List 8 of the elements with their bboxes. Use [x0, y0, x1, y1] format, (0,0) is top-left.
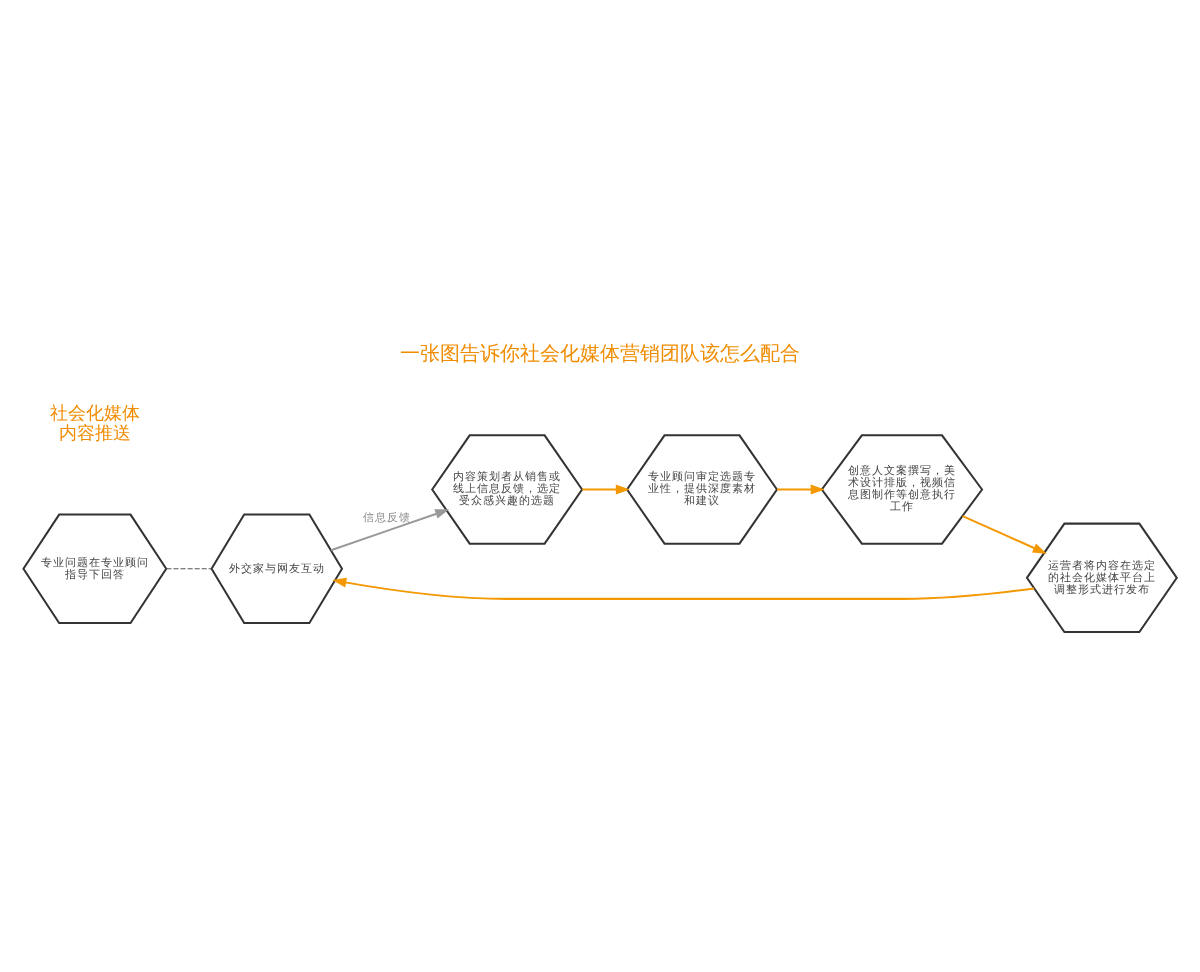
connector	[165, 568, 213, 570]
label: 社会化媒体内容推送	[49, 404, 140, 445]
arrow	[332, 577, 1035, 600]
diagram-title: 一张图告诉你社会化媒体营销团队该怎么配合	[400, 344, 800, 367]
arrow	[777, 484, 825, 495]
arrow	[582, 484, 630, 495]
arrow	[962, 515, 1047, 554]
arrow	[330, 509, 450, 552]
